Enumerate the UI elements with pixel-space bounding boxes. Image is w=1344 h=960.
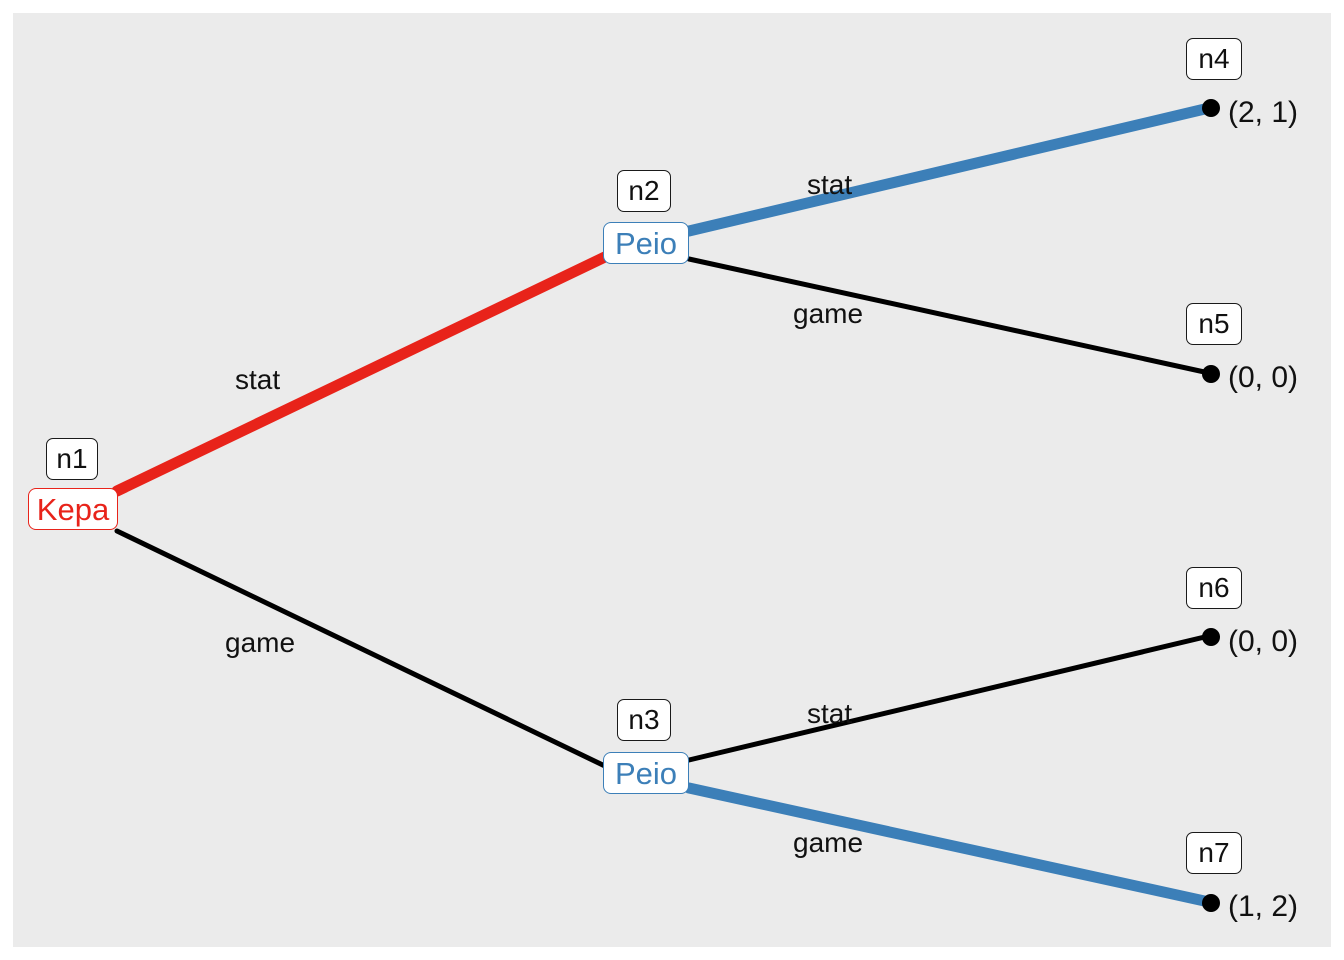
edge-label-n2-n4: stat	[807, 169, 853, 200]
node-id-n5[interactable]: n5	[1186, 303, 1242, 345]
edge-n1-n2[interactable]	[111, 249, 615, 497]
terminal-dot-n4[interactable]	[1202, 99, 1220, 117]
node-id-n7[interactable]: n7	[1186, 832, 1242, 874]
edge-label-n2-n5: game	[793, 298, 864, 329]
node-id-n2-label: n2	[628, 175, 660, 206]
node-id-n1-label: n1	[56, 443, 88, 474]
decision-node-n3-label: Peio	[614, 755, 678, 791]
node-id-n3-label: n3	[628, 704, 660, 735]
edge-n2-n4[interactable]	[683, 102, 1215, 237]
edge-n3-n6[interactable]	[686, 633, 1212, 763]
edge-n3-n7[interactable]	[683, 782, 1215, 908]
terminal-dot-n7[interactable]	[1202, 894, 1220, 912]
decision-node-n2-label: Peio	[614, 225, 678, 261]
decision-node-n1-kepa[interactable]: Kepa	[28, 488, 118, 530]
node-id-n6-label: n6	[1198, 572, 1230, 603]
node-id-n5-label: n5	[1198, 308, 1230, 339]
diagram-canvas: n1 n2 n3 n4 n5 n6 n7 Kepa Peio Peio stat…	[13, 13, 1331, 947]
decision-node-n1-label: Kepa	[36, 491, 110, 527]
edge-n2-n5[interactable]	[686, 256, 1212, 376]
node-id-n6[interactable]: n6	[1186, 567, 1242, 609]
terminal-dot-n6[interactable]	[1202, 628, 1220, 646]
tree-edges-layer	[111, 99, 1220, 912]
node-id-n7-label: n7	[1198, 837, 1230, 868]
payoff-n7: (1, 2)	[1228, 890, 1299, 923]
payoff-n4: (2, 1)	[1228, 96, 1299, 129]
node-id-n1[interactable]: n1	[46, 438, 98, 480]
decision-node-n3-peio[interactable]: Peio	[603, 752, 689, 794]
edge-n1-n3[interactable]	[114, 528, 612, 771]
terminal-dot-n5[interactable]	[1202, 365, 1220, 383]
payoff-n6: (0, 0)	[1228, 625, 1299, 658]
node-id-n4-label: n4	[1198, 43, 1230, 74]
edge-label-n3-n6: stat	[807, 698, 853, 729]
edge-label-n1-n3: game	[225, 627, 296, 658]
node-id-n3[interactable]: n3	[617, 699, 671, 741]
node-id-n4[interactable]: n4	[1186, 38, 1242, 80]
edge-label-n1-n2: stat	[235, 364, 281, 395]
edge-label-n3-n7: game	[793, 827, 864, 858]
payoff-n5: (0, 0)	[1228, 361, 1299, 394]
decision-node-n2-peio[interactable]: Peio	[603, 222, 689, 264]
node-id-n2[interactable]: n2	[617, 170, 671, 212]
